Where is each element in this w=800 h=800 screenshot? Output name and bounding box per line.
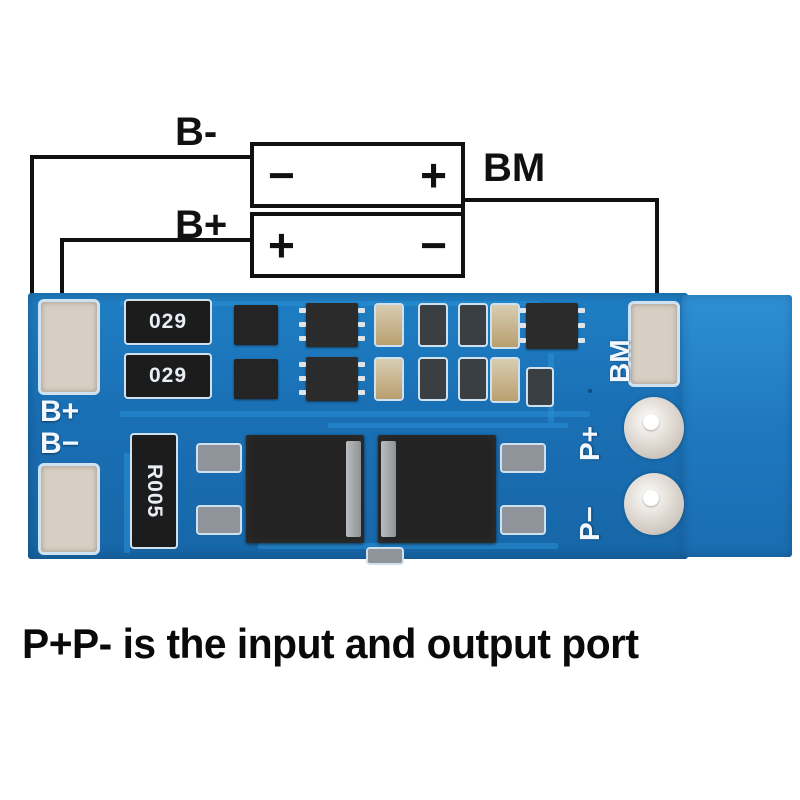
mosfet-right: [378, 435, 496, 543]
mosfet-leg-pad: [502, 507, 544, 533]
resistor-029-lower: 029: [126, 355, 210, 397]
transistor-sot23: [234, 359, 278, 399]
lower-cell-left-terminal: +: [268, 219, 295, 271]
pad-bm: [628, 301, 680, 387]
solder-bump: [643, 490, 659, 507]
wire-bplus-vertical: [60, 238, 64, 300]
silk-label-p-minus: P−: [574, 505, 605, 541]
pcb-trace: [328, 423, 568, 428]
lower-cell-right-terminal: −: [420, 219, 447, 271]
pcb-trace: [258, 543, 558, 549]
pad-b-minus: [38, 463, 100, 555]
ic-soic8-right: [519, 303, 585, 349]
ic-soic8-upper: [299, 303, 365, 347]
pad-p-minus: [624, 473, 684, 535]
mosfet-left: [246, 435, 364, 543]
wire-bm-horizontal: [461, 198, 659, 202]
transistor-sot23: [234, 305, 278, 345]
ic-soic8-lower: [299, 357, 365, 401]
ic-legs: [519, 303, 585, 349]
resistor-r005: R005: [132, 435, 176, 547]
mosfet-tab: [381, 441, 397, 537]
caption-text: P+P- is the input and output port: [22, 620, 639, 667]
pcb-trace: [124, 453, 130, 553]
mosfet-leg-pad: [198, 445, 240, 471]
pad-p-plus: [624, 397, 684, 459]
pcb-via: [588, 389, 592, 393]
silk-label-b-plus: B+: [40, 395, 80, 428]
smd-capacitor: [376, 359, 402, 399]
bms-protection-board: B+ B− 029 029 R005: [28, 293, 792, 563]
mosfet-leg-pad: [198, 507, 240, 533]
label-b-plus: B+: [175, 203, 228, 247]
smd-resistor: [528, 369, 552, 405]
smd-resistor: [420, 305, 446, 345]
wire-bplus-horizontal: [60, 238, 252, 242]
smd-resistor: [460, 305, 486, 345]
silk-label-p-plus: P+: [574, 425, 605, 461]
pcb-right-end-section: [682, 295, 792, 557]
mosfet-leg-pad: [368, 549, 402, 563]
ic-legs: [299, 357, 365, 401]
battery-cell-upper: − +: [250, 142, 465, 208]
smd-capacitor: [376, 305, 402, 345]
solder-bump: [643, 414, 659, 431]
smd-resistor: [460, 359, 486, 399]
pad-b-plus: [38, 299, 100, 395]
smd-capacitor: [492, 305, 518, 347]
upper-cell-right-terminal: +: [420, 149, 447, 201]
silk-label-bm: BM: [604, 339, 635, 383]
wire-bminus-horizontal: [30, 155, 252, 159]
smd-capacitor: [492, 359, 518, 401]
resistor-029-upper: 029: [126, 301, 210, 343]
mosfet-tab: [345, 441, 361, 537]
wire-bm-vertical: [655, 198, 659, 300]
smd-resistor: [420, 359, 446, 399]
battery-cell-lower: + −: [250, 212, 465, 278]
ic-legs: [299, 303, 365, 347]
label-b-minus: B-: [175, 110, 218, 154]
label-bm: BM: [483, 146, 546, 190]
upper-cell-left-terminal: −: [268, 149, 295, 201]
mosfet-leg-pad: [502, 445, 544, 471]
pcb-trace: [120, 411, 590, 417]
silk-label-b-minus: B−: [40, 427, 80, 460]
